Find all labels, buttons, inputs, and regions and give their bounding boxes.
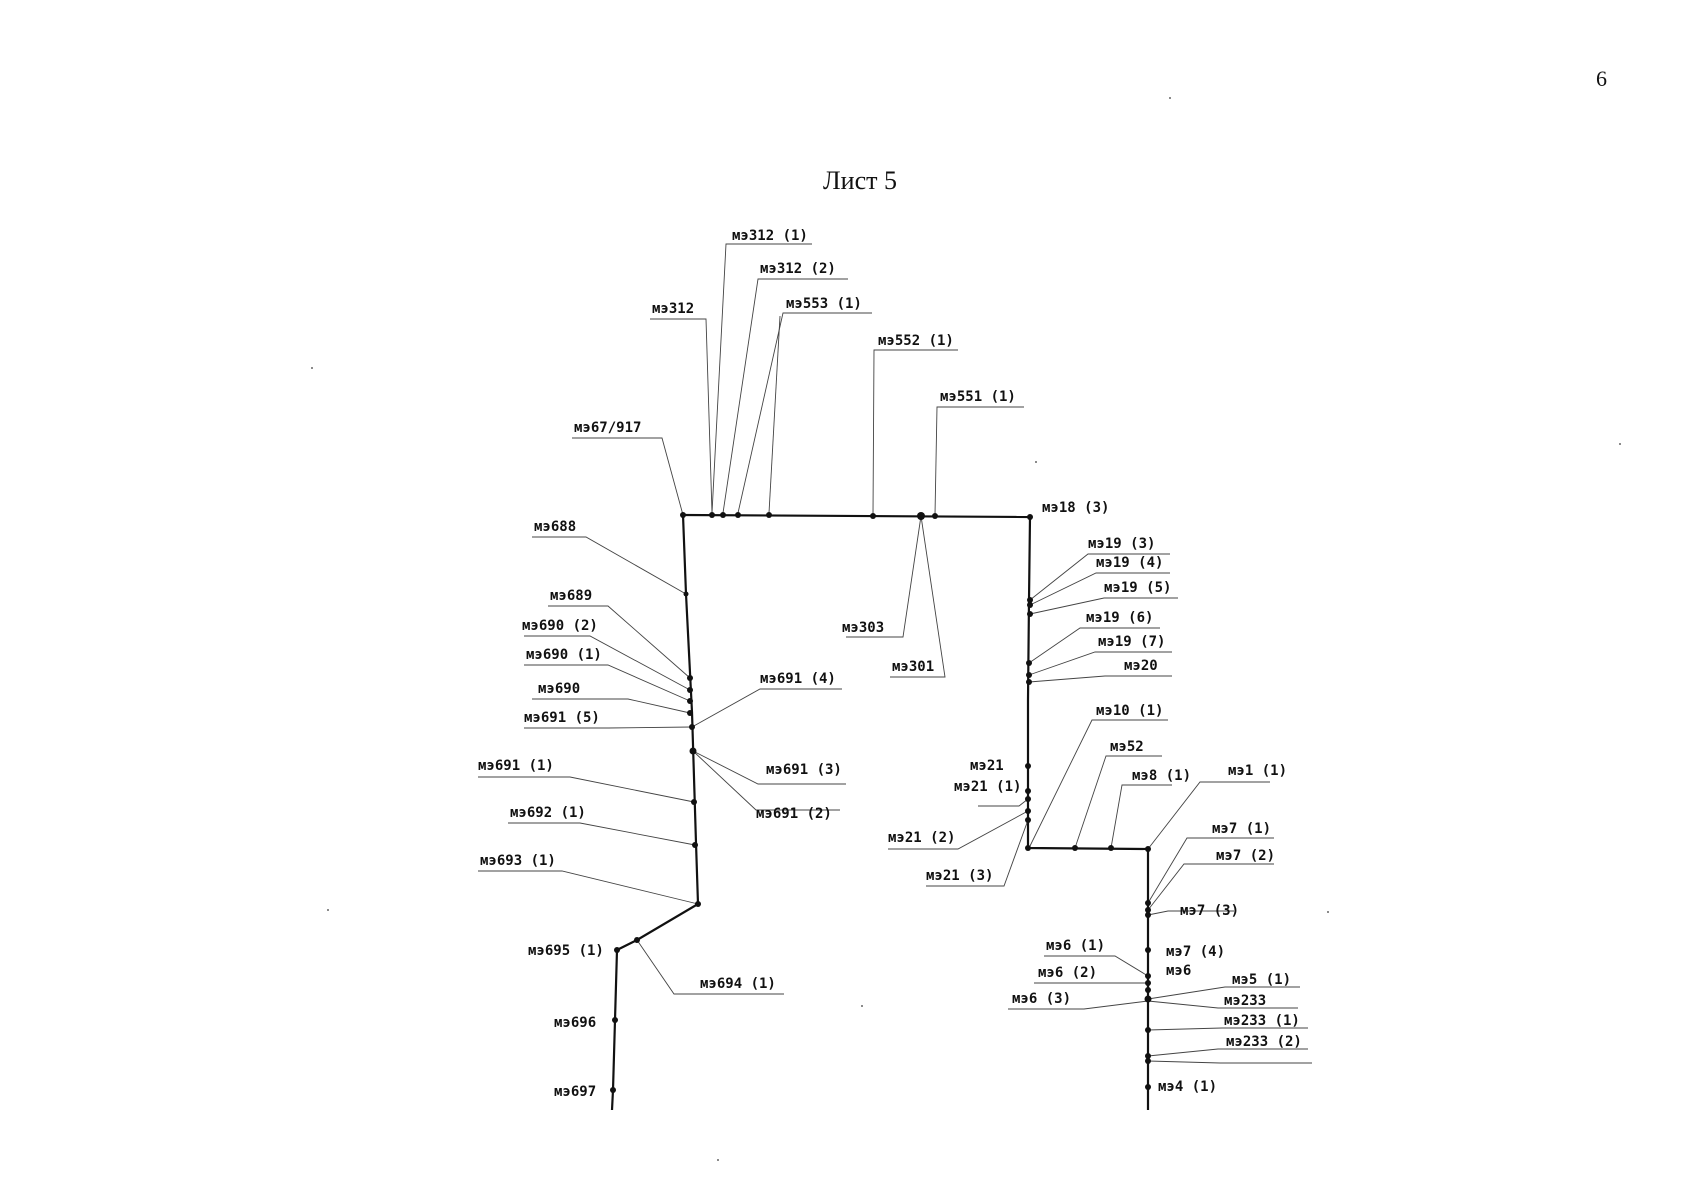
label-me691-4: мэ691 (4) <box>760 671 836 687</box>
label-me690-2: мэ690 (2) <box>522 618 598 634</box>
label-me19-5: мэ19 (5) <box>1104 580 1171 596</box>
label-me312: мэ312 <box>652 301 694 317</box>
wire-lines <box>610 513 1150 1111</box>
label-me19-6: мэ19 (6) <box>1086 610 1153 626</box>
junction-nodes <box>610 512 1152 1093</box>
label-me691-2: мэ691 (2) <box>756 806 832 822</box>
label-me691-1: мэ691 (1) <box>478 758 554 774</box>
label-me312-2: мэ312 (2) <box>760 261 836 277</box>
label-me19-4: мэ19 (4) <box>1096 555 1163 571</box>
leader-lines <box>478 243 1312 1064</box>
label-me52: мэ52 <box>1110 739 1144 755</box>
label-me7-1: мэ7 (1) <box>1212 821 1271 837</box>
label-me21-1: мэ21 (1) <box>954 779 1021 795</box>
element-labels: мэ312 (1) мэ312 (2) мэ553 (1) мэ312 мэ55… <box>478 228 1302 1100</box>
label-me691-3: мэ691 (3) <box>766 762 842 778</box>
label-me67-917: мэ67/917 <box>574 420 641 436</box>
label-me692-1: мэ692 (1) <box>510 805 586 821</box>
label-me20: мэ20 <box>1124 658 1158 674</box>
label-me690: мэ690 <box>538 681 580 697</box>
label-me4-1: мэ4 (1) <box>1158 1079 1217 1095</box>
label-me696: мэ696 <box>554 1015 596 1031</box>
label-me18-3: мэ18 (3) <box>1042 500 1109 516</box>
label-me233-2: мэ233 (2) <box>1226 1034 1302 1050</box>
label-me233-1: мэ233 (1) <box>1224 1013 1300 1029</box>
label-me691-5: мэ691 (5) <box>524 710 600 726</box>
left-branch-line <box>610 514 700 1111</box>
label-me6: мэ6 <box>1166 963 1191 979</box>
label-me233: мэ233 <box>1224 993 1266 1009</box>
label-me8-1: мэ8 (1) <box>1132 768 1191 784</box>
label-me552-1: мэ552 (1) <box>878 333 954 349</box>
label-me553-1: мэ553 (1) <box>786 296 862 312</box>
label-me7-4: мэ7 (4) <box>1166 944 1225 960</box>
label-me697: мэ697 <box>554 1084 596 1100</box>
right-branch-line <box>1026 516 1150 1110</box>
label-me6-3: мэ6 (3) <box>1012 991 1071 1007</box>
label-me303: мэ303 <box>842 620 884 636</box>
label-me688: мэ688 <box>534 519 576 535</box>
label-me10-1: мэ10 (1) <box>1096 703 1163 719</box>
label-me689: мэ689 <box>550 588 592 604</box>
label-me5-1: мэ5 (1) <box>1232 972 1291 988</box>
label-me693-1: мэ693 (1) <box>480 853 556 869</box>
label-me695-1: мэ695 (1) <box>528 943 604 959</box>
label-me551-1: мэ551 (1) <box>940 389 1016 405</box>
label-me19-3: мэ19 (3) <box>1088 536 1155 552</box>
label-me6-2: мэ6 (2) <box>1038 965 1097 981</box>
page-number: 6 <box>1596 66 1607 91</box>
label-me690-1: мэ690 (1) <box>526 647 602 663</box>
label-me694-1: мэ694 (1) <box>700 976 776 992</box>
label-me21-2: мэ21 (2) <box>888 830 955 846</box>
label-me21: мэ21 <box>970 758 1004 774</box>
label-me301: мэ301 <box>892 659 934 675</box>
label-me1-1: мэ1 (1) <box>1228 763 1287 779</box>
label-me7-2: мэ7 (2) <box>1216 848 1275 864</box>
label-me19-7: мэ19 (7) <box>1098 634 1165 650</box>
label-me312-1: мэ312 (1) <box>732 228 808 244</box>
scan-specks <box>311 97 1621 1161</box>
label-me21-3: мэ21 (3) <box>926 868 993 884</box>
label-me7-3: мэ7 (3) <box>1180 903 1239 919</box>
sheet-title: Лист 5 <box>823 166 897 195</box>
label-me6-1: мэ6 (1) <box>1046 938 1105 954</box>
